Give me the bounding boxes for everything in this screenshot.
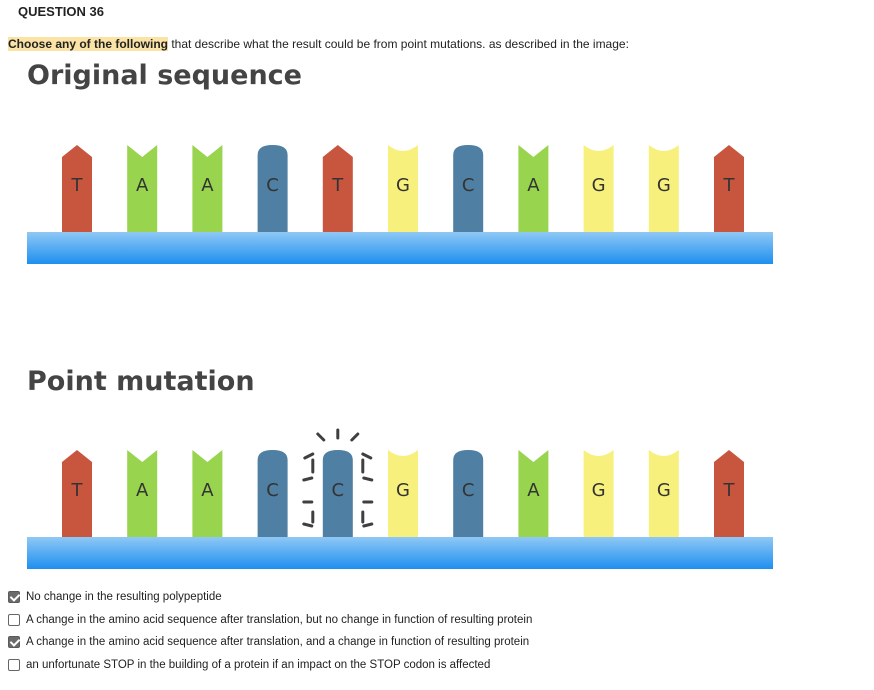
mutated-base-10-guanine xyxy=(648,450,679,553)
mutated-base-2-adenine xyxy=(127,450,158,553)
original-sequence-title: Original sequence xyxy=(27,60,302,91)
original-base-2-adenine xyxy=(127,145,158,248)
answer-option-3[interactable]: A change in the amino acid sequence afte… xyxy=(8,631,532,654)
answer-option-2-checkbox[interactable] xyxy=(8,613,20,626)
mutated-base-6-guanine xyxy=(388,450,418,553)
answer-option-2-label[interactable]: A change in the amino acid sequence afte… xyxy=(26,613,533,626)
original-base-11-letter: T xyxy=(723,175,736,196)
mutation-burst-ray-3 xyxy=(350,432,360,442)
mutation-burst-ray-4 xyxy=(303,452,315,460)
answer-options: No change in the resulting polypeptide A … xyxy=(8,586,532,676)
mutated-base-9-guanine xyxy=(583,450,614,553)
mutated-base-10-letter: G xyxy=(657,480,671,501)
answer-option-4-checkbox[interactable] xyxy=(8,658,20,671)
mutation-burst-ray-5 xyxy=(302,476,314,482)
mutated-base-1-letter: T xyxy=(71,480,84,501)
original-base-9-guanine xyxy=(583,145,614,248)
answer-option-3-checkbox[interactable] xyxy=(8,636,20,649)
original-base-3-adenine xyxy=(192,145,223,248)
original-base-5-thymine xyxy=(322,145,353,248)
original-base-3-letter: A xyxy=(201,175,214,196)
mutation-burst-ray-8 xyxy=(361,452,373,460)
mutated-base-9-letter: G xyxy=(592,480,606,501)
original-base-8-letter: A xyxy=(527,175,540,196)
mutated-base-3-letter: A xyxy=(201,480,214,501)
mutation-burst-ray-9 xyxy=(362,476,374,482)
mutation-burst-ray-1 xyxy=(316,432,326,442)
mutated-base-4-letter: C xyxy=(266,480,279,501)
mutated-base-6-letter: G xyxy=(396,480,410,501)
mutated-base-5-letter: C xyxy=(332,480,345,501)
mutated-base-4-cytosine xyxy=(257,450,288,553)
original-base-8-adenine xyxy=(518,145,549,248)
original-base-4-letter: C xyxy=(266,175,279,196)
mutated-base-5-cytosine xyxy=(322,450,353,553)
mutated-backbone xyxy=(27,537,773,569)
mutated-base-2-letter: A xyxy=(136,480,149,501)
original-base-9-letter: G xyxy=(592,175,606,196)
original-base-4-cytosine xyxy=(257,145,288,248)
mutation-burst-ray-11 xyxy=(362,522,374,528)
original-base-1-thymine xyxy=(62,145,92,248)
original-base-5-letter: T xyxy=(331,175,344,196)
answer-option-4[interactable]: an unfortunate STOP in the building of a… xyxy=(8,654,532,677)
original-base-11-thymine xyxy=(714,145,744,248)
original-base-6-letter: G xyxy=(396,175,410,196)
original-base-6-guanine xyxy=(388,145,418,248)
original-base-10-letter: G xyxy=(657,175,671,196)
original-base-2-letter: A xyxy=(136,175,149,196)
original-base-10-guanine xyxy=(648,145,679,248)
answer-option-1-checkbox[interactable] xyxy=(8,591,20,604)
answer-option-4-label[interactable]: an unfortunate STOP in the building of a… xyxy=(26,658,491,671)
prompt-text: that describe what the result could be f… xyxy=(168,37,629,51)
mutated-base-7-cytosine xyxy=(453,450,484,553)
answer-option-2[interactable]: A change in the amino acid sequence afte… xyxy=(8,609,532,632)
point-mutation-title: Point mutation xyxy=(27,366,255,397)
original-base-7-letter: C xyxy=(462,175,475,196)
question-heading: QUESTION 36 xyxy=(18,4,104,19)
mutated-base-3-adenine xyxy=(192,450,223,553)
mutated-base-11-letter: T xyxy=(723,480,736,501)
mutated-base-1-thymine xyxy=(62,450,92,553)
question-prompt: Choose any of the following that describ… xyxy=(8,37,629,51)
answer-option-1-label[interactable]: No change in the resulting polypeptide xyxy=(26,591,222,604)
original-base-1-letter: T xyxy=(71,175,84,196)
prompt-highlight: Choose any of the following xyxy=(8,37,168,51)
original-base-7-cytosine xyxy=(453,145,484,248)
mutated-base-7-letter: C xyxy=(462,480,475,501)
mutated-base-8-letter: A xyxy=(527,480,540,501)
dna-figure: T A A C T G C A G G T T A A C C G C A G G T xyxy=(27,145,773,569)
original-backbone xyxy=(27,232,773,264)
mutated-base-11-thymine xyxy=(714,450,744,553)
answer-option-1[interactable]: No change in the resulting polypeptide xyxy=(8,586,532,609)
answer-option-3-label[interactable]: A change in the amino acid sequence afte… xyxy=(26,636,530,649)
mutated-base-8-adenine xyxy=(518,450,549,553)
mutation-burst-ray-7 xyxy=(302,522,314,528)
